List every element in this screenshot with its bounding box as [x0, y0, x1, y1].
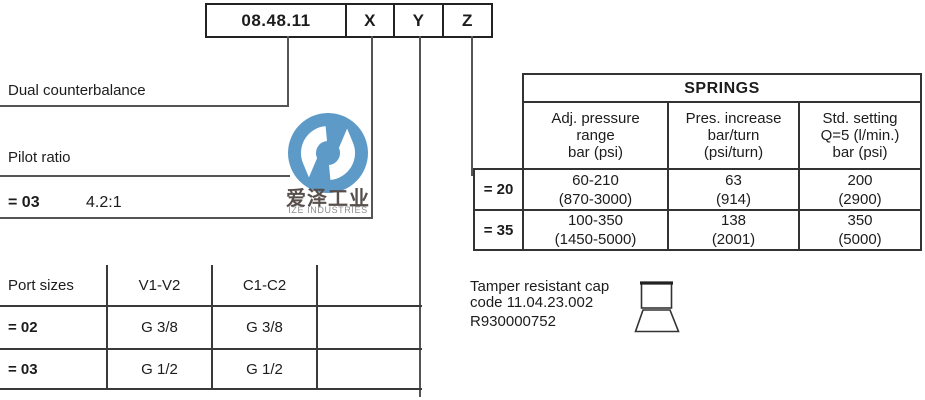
- cell-line: (1450-5000): [554, 231, 637, 248]
- cell-line: (914): [715, 190, 752, 208]
- header-line: bar (psi): [567, 144, 623, 161]
- tamper-line-1: Tamper resistant cap: [470, 278, 610, 295]
- pilot-option-code: = 03: [8, 194, 40, 211]
- port-row-c1c2: G 1/2: [211, 349, 317, 390]
- springs-cell-adj-range: 100-350 (1450-5000): [522, 209, 669, 251]
- springs-row-code: = 20: [473, 168, 524, 211]
- port-table-header-portsizes: Port sizes: [0, 265, 107, 307]
- pilot-ratio-underline: [0, 175, 290, 177]
- port-table-header-empty: [316, 265, 422, 307]
- port-row-v1v2: G 3/8: [106, 306, 212, 350]
- dual-counterbalance-label: Dual counterbalance: [8, 82, 146, 99]
- tamper-line-2: code 11.04.23.002: [470, 294, 594, 311]
- ize-logo-english-text: IZE INDUSTRIES: [288, 205, 368, 215]
- springs-header-row: Adj. pressure range bar (psi) Pres. incr…: [474, 101, 922, 170]
- ize-logo-circle: [288, 113, 368, 193]
- tamper-note: Tamper resistant cap code 11.04.23.002 R…: [470, 279, 609, 330]
- header-line: (psi/turn): [703, 144, 764, 161]
- model-code-y: Y: [393, 5, 442, 36]
- cell-line: 138: [720, 212, 747, 229]
- header-line: bar (psi): [832, 144, 888, 161]
- model-code-base: 08.48.11: [241, 10, 311, 30]
- pilot-option-row: = 03 4.2:1: [8, 194, 122, 212]
- connector-y-vertical: [419, 36, 421, 397]
- header-line: range: [576, 127, 615, 144]
- cell-line: 63: [725, 171, 742, 189]
- springs-cell-adj-range: 60-210 (870-3000): [522, 168, 669, 211]
- springs-row-20: = 20 60-210 (870-3000) 63 (914) 200 (290…: [473, 168, 922, 211]
- springs-cell-std-setting: 350 (5000): [798, 209, 922, 251]
- ize-logo-chinese-text: 爱泽工业: [286, 188, 370, 210]
- springs-header-adj-pressure: Adj. pressure range bar (psi): [522, 101, 669, 170]
- header-line: Std. setting: [822, 110, 898, 127]
- cell-line: 60-210: [572, 171, 619, 189]
- springs-row-35: = 35 100-350 (1450-5000) 138 (2001) 350 …: [473, 209, 922, 251]
- header-line: bar/turn: [707, 127, 760, 144]
- port-row-v1v2: G 1/2: [106, 349, 212, 390]
- model-code-z: Z: [442, 5, 491, 36]
- port-row-c1c2: G 3/8: [211, 306, 317, 350]
- model-code-box: 08.48.11 X Y Z: [205, 3, 493, 38]
- springs-cell-pres-increase: 63 (914): [667, 168, 800, 211]
- port-sizes-table: Port sizes V1-V2 C1-C2 = 02 G 3/8 G 3/8 …: [0, 265, 422, 390]
- springs-header-pres-increase: Pres. increase bar/turn (psi/turn): [667, 101, 800, 170]
- pilot-option-underline: [0, 217, 373, 219]
- springs-row-code: = 35: [473, 209, 524, 251]
- cell-line: 350: [847, 212, 873, 229]
- cell-line: 100-350: [567, 212, 624, 229]
- pilot-ratio-label: Pilot ratio: [8, 149, 71, 166]
- port-table-header-row: Port sizes V1-V2 C1-C2: [0, 265, 422, 307]
- ize-logo-svg: [288, 113, 368, 193]
- springs-table: SPRINGS Adj. pressure range bar (psi) Pr…: [473, 73, 922, 251]
- connector-z-vertical: [471, 36, 473, 176]
- connector-x-vertical: [371, 36, 373, 219]
- port-table-header-v1v2: V1-V2: [106, 265, 212, 307]
- header-line: Q=5 (l/min.): [820, 127, 900, 144]
- springs-ghost-cell: [474, 74, 523, 102]
- springs-title-row: SPRINGS: [474, 73, 922, 103]
- header-line: Pres. increase: [685, 110, 782, 127]
- cell-line: (2001): [711, 231, 756, 248]
- springs-cell-std-setting: 200 (2900): [798, 168, 922, 211]
- springs-ghost-cell: [474, 102, 523, 169]
- port-table-row-03: = 03 G 1/2 G 1/2: [0, 349, 422, 390]
- springs-cell-pres-increase: 138 (2001): [667, 209, 800, 251]
- pilot-option-value: 4.2:1: [86, 194, 122, 211]
- cell-line: (5000): [838, 231, 882, 248]
- tamper-line-3: R930000752: [470, 313, 556, 330]
- springs-title: SPRINGS: [522, 73, 922, 103]
- port-row-empty: [316, 306, 422, 350]
- dual-counterbalance-underline: [0, 105, 289, 107]
- port-table-row-02: = 02 G 3/8 G 3/8: [0, 306, 422, 350]
- port-row-empty: [316, 349, 422, 390]
- tamper-cap-icon: [634, 281, 680, 333]
- cell-line: (2900): [838, 190, 882, 208]
- header-line: Adj. pressure: [551, 110, 640, 127]
- cell-line: (870-3000): [558, 190, 633, 208]
- port-row-code: = 03: [0, 349, 107, 390]
- port-row-code: = 02: [0, 306, 107, 350]
- port-table-header-c1c2: C1-C2: [211, 265, 317, 307]
- cell-line: 200: [847, 171, 873, 189]
- ize-logo-icon: [288, 113, 368, 193]
- model-code-x: X: [345, 5, 393, 36]
- springs-header-std-setting: Std. setting Q=5 (l/min.) bar (psi): [798, 101, 922, 170]
- connector-base-vertical: [287, 36, 289, 107]
